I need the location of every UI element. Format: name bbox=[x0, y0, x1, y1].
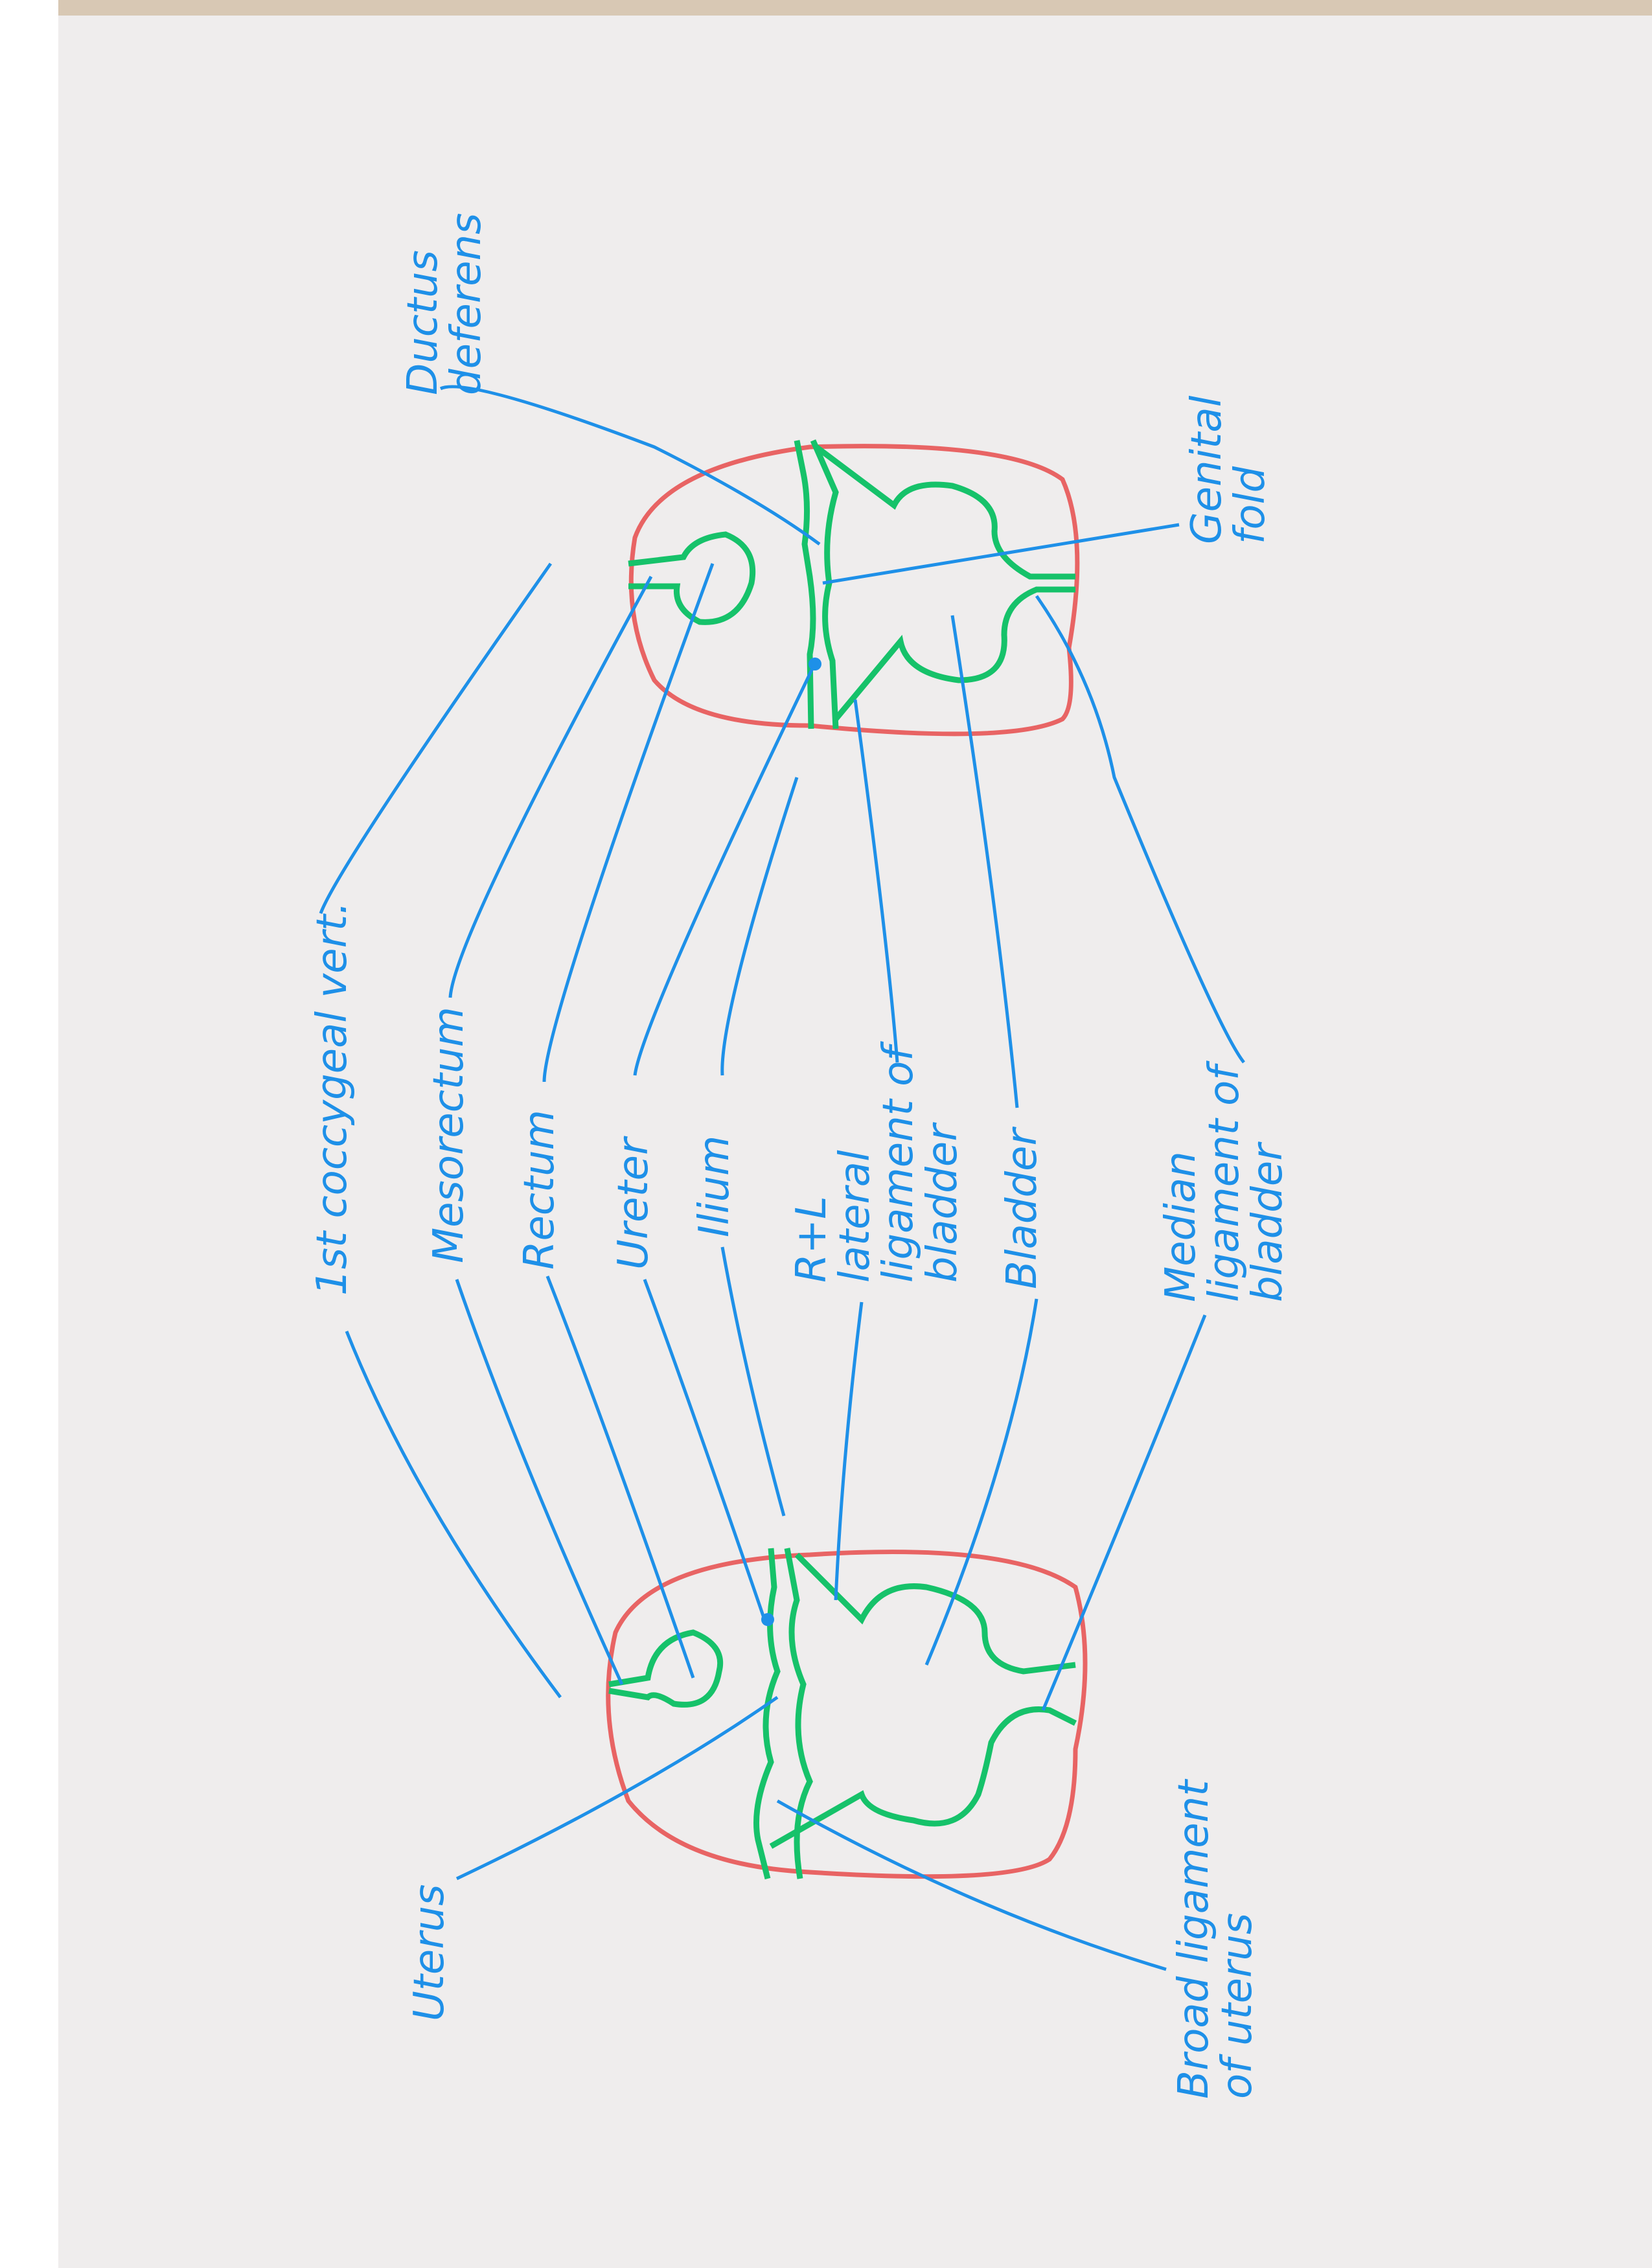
label-mesorectum: Mesorectum bbox=[425, 1007, 473, 1263]
male-bladder-outline bbox=[814, 444, 1075, 721]
label-ureter: Ureter bbox=[610, 1138, 658, 1270]
leader-lateral-ligament-upper bbox=[853, 699, 899, 1063]
leader-mesorectum-lower bbox=[455, 1279, 624, 1686]
label-median-ligament-of-bladder: Median ligament of bladder bbox=[1157, 1066, 1292, 1302]
leader-genital-fold bbox=[822, 523, 1180, 585]
female-uterus-broad-ligament bbox=[753, 1548, 813, 1880]
leader-ilium-upper bbox=[720, 777, 799, 1076]
leader-median-ligament-lower bbox=[1041, 1314, 1207, 1711]
female-cross-section bbox=[606, 1548, 1088, 1880]
leader-ilium-lower bbox=[720, 1246, 786, 1517]
male-genital-fold-right bbox=[810, 439, 839, 729]
leader-lines bbox=[319, 385, 1245, 1971]
scan-edge bbox=[0, 0, 58, 2268]
label-genital-fold: Genital fold bbox=[1183, 395, 1275, 544]
leader-ureter-upper bbox=[633, 666, 815, 1076]
male-ureter-dot bbox=[809, 658, 821, 670]
label-broad-ligament-of-uterus: Broad ligament of uterus bbox=[1170, 1780, 1262, 2099]
paper-sheet bbox=[58, 16, 1652, 2268]
male-genital-fold-left bbox=[794, 440, 816, 729]
male-cross-section bbox=[628, 439, 1080, 737]
leader-median-ligament-upper bbox=[1035, 595, 1245, 1064]
leader-rectum-upper bbox=[542, 563, 715, 1082]
female-bladder-outline bbox=[769, 1552, 1077, 1849]
leader-ureter-lower bbox=[643, 1279, 766, 1620]
leader-broad-ligament bbox=[776, 1799, 1167, 1971]
label-uterus: Uterus bbox=[406, 1884, 453, 2021]
leader-uterus bbox=[455, 1695, 779, 1881]
female-peritoneal-outline bbox=[606, 1550, 1088, 1879]
male-peritoneal-outline bbox=[628, 444, 1080, 737]
leader-lateral-ligament-lower bbox=[834, 1301, 864, 1601]
leader-coccygeal-lower bbox=[345, 1331, 562, 1699]
label-bladder: Bladder bbox=[998, 1128, 1046, 1289]
leader-bladder-upper bbox=[950, 615, 1019, 1108]
label-ductus-deferens: Ductus deferens bbox=[399, 212, 491, 396]
leader-rectum-lower bbox=[545, 1276, 695, 1678]
label-first-coccygeal-vert: 1st coccygeal vert. bbox=[308, 901, 356, 1296]
female-rectum-loop bbox=[608, 1629, 724, 1708]
leader-bladder-lower bbox=[924, 1298, 1038, 1666]
label-rectum: Rectum bbox=[516, 1109, 564, 1270]
label-lateral-ligament-of-bladder: R+L lateral ligament of bladder bbox=[788, 1046, 967, 1283]
leader-mesorectum-upper bbox=[448, 575, 653, 998]
paper-top-strip bbox=[58, 0, 1652, 16]
label-ilium: Ilium bbox=[691, 1135, 739, 1237]
leader-coccygeal-upper bbox=[319, 562, 553, 914]
leader-ductus-deferens bbox=[439, 385, 821, 546]
male-rectum-loop bbox=[628, 531, 756, 625]
